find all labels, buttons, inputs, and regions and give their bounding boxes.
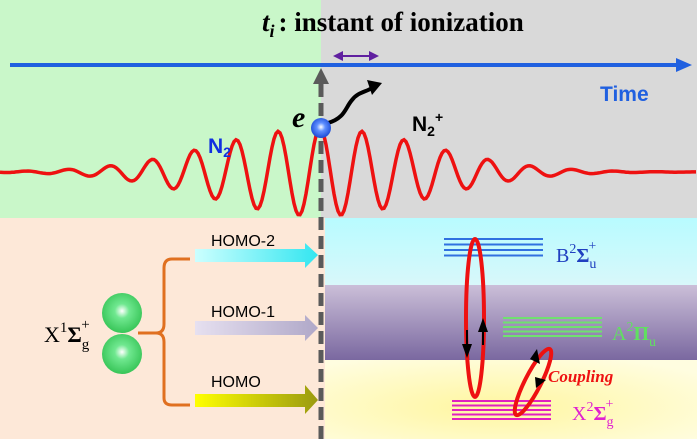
ion-state-label: A2Πu [612,320,656,350]
laser-field-wave [0,125,696,217]
ion-state-b-levels: B2Σu+ [444,238,596,272]
nitrogen-atom-icon [102,334,142,374]
orbital-label: HOMO [211,374,261,391]
electron-icon [311,118,331,138]
coupling-label: Coupling [548,367,614,386]
time-label: Time [600,83,649,106]
orbital-arrow-homo-2: HOMO-2 [195,233,318,268]
time-delay-double-arrow [333,51,379,61]
down-arrow-icon [462,344,472,358]
orbital-label: HOMO-2 [211,233,275,250]
ion-state-a-levels: A2Πu [503,317,656,350]
orbital-brace [138,257,190,407]
ion-state-label: B2Σu+ [556,239,596,272]
electron-escape-arrowhead [367,80,382,95]
orbital-arrow-homo: HOMO [195,374,318,414]
a-x-coupling-loop [512,346,554,418]
ground-state-label: X1Σg+ [44,317,90,353]
title-text: : instant of ionization [279,7,524,37]
down-arrow-icon [535,377,546,388]
nitrogen-atom-icon [102,293,142,333]
b-x-coupling-loop [464,237,486,399]
ionization-title: ti: instant of ionization [262,7,524,41]
ion-n2-label: N2+ [412,109,443,139]
b-state-band [325,218,697,285]
up-arrow-icon [530,349,540,364]
ion-state-label: X2Σg+ [572,397,614,430]
up-arrow-icon [478,318,488,332]
title-subscript: i [270,21,275,41]
electron-label: e [292,101,305,134]
time-axis-arrowhead [676,58,692,72]
ion-state-x-levels: X2Σg+ [452,397,614,430]
ionization-line-arrowhead [313,68,329,84]
x-state-band [325,360,697,439]
orbital-arrow-homo-1: HOMO-1 [195,304,318,341]
neutral-n2-label: N2 [208,135,231,160]
orbital-label: HOMO-1 [211,304,275,321]
title-symbol: t [262,7,271,37]
electron-escape-arrow [327,86,374,125]
